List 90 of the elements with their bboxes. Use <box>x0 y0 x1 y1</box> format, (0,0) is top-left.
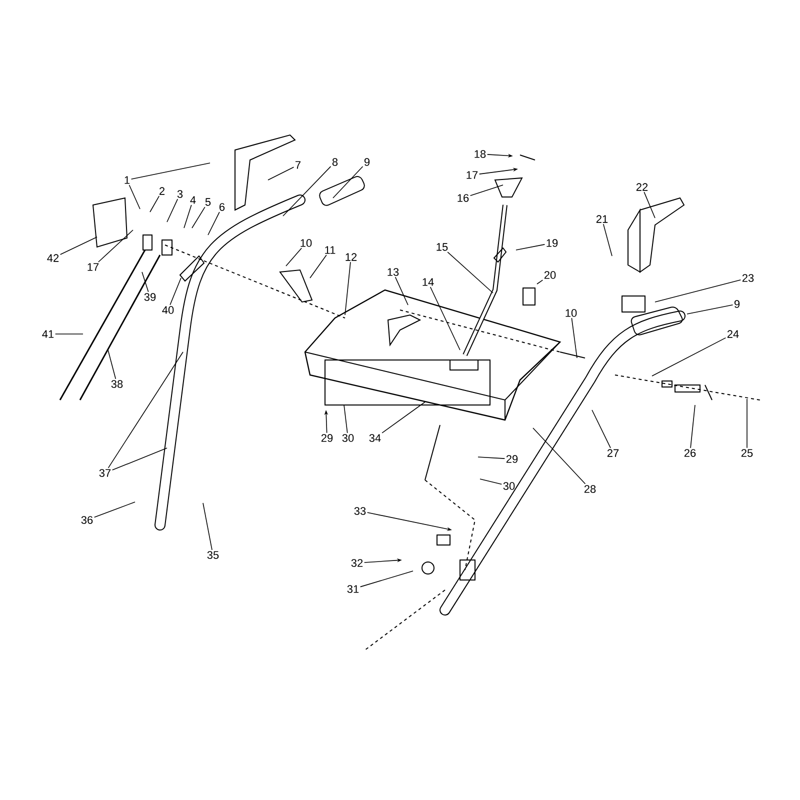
leader-line <box>644 192 656 218</box>
leader-line <box>108 352 184 468</box>
callout-number: 11 <box>325 246 336 254</box>
leader-line <box>150 196 160 212</box>
leader-line <box>394 276 408 306</box>
callout-number: 32 <box>351 559 363 567</box>
callout-number: 29 <box>321 434 333 442</box>
callout-number: 4 <box>190 196 196 204</box>
leader-line <box>286 248 302 266</box>
leader-line <box>652 337 726 376</box>
callout-number: 25 <box>741 449 753 457</box>
leader-line <box>470 184 504 196</box>
callout-number: 37 <box>99 469 111 477</box>
leader-line <box>571 318 578 358</box>
callout-number: 6 <box>220 203 225 211</box>
leader-line <box>94 502 136 518</box>
leader-line <box>690 404 696 448</box>
leader-line <box>478 456 506 459</box>
leader-line <box>268 166 294 180</box>
leader-line <box>532 428 586 484</box>
callout-number: 41 <box>42 330 54 338</box>
callout-number: 35 <box>207 551 219 559</box>
callout-number: 17 <box>88 263 99 271</box>
leader-line <box>382 402 426 434</box>
callout-number: 27 <box>607 449 619 457</box>
callout-number: 10 <box>300 239 312 247</box>
leader-line <box>166 198 178 222</box>
leader-line <box>344 404 348 434</box>
callout-number: 7 <box>296 161 301 169</box>
leader-line <box>430 286 460 350</box>
callout-number: 33 <box>354 507 366 515</box>
callout-number: 2 <box>160 187 164 195</box>
callout-number: 28 <box>584 485 596 493</box>
callout-number: 42 <box>47 254 59 262</box>
leader-line <box>332 166 364 198</box>
leader-line <box>344 262 351 316</box>
leader-line <box>208 212 220 236</box>
leader-line <box>536 280 544 284</box>
callout-number: 1 <box>124 176 130 184</box>
callout-number: 19 <box>546 239 558 247</box>
leader-line <box>592 410 611 448</box>
callout-number: 34 <box>369 434 381 442</box>
callout-number: 26 <box>684 449 696 457</box>
callout-number: 16 <box>458 194 469 202</box>
leader-line <box>516 244 546 250</box>
callout-number: 31 <box>347 585 359 593</box>
callout-number: 12 <box>346 253 357 261</box>
callout-number: 15 <box>436 243 448 251</box>
leader-line <box>360 570 414 588</box>
leader-line <box>130 162 210 180</box>
callout-number: 3 <box>177 190 183 198</box>
callout-number: 9 <box>734 300 740 308</box>
leader-line <box>282 166 332 216</box>
leader-line <box>480 478 502 485</box>
leader-line <box>602 224 612 256</box>
callout-number: 5 <box>205 198 211 206</box>
leader-line <box>654 280 742 302</box>
callout-number: 38 <box>111 380 123 388</box>
leader-line <box>310 254 327 278</box>
callout-number: 30 <box>342 434 354 442</box>
callout-number: 8 <box>332 158 338 166</box>
callout-number: 29 <box>506 455 518 463</box>
leader-line <box>686 304 734 314</box>
leader-line <box>192 206 206 228</box>
leader-line <box>98 230 134 262</box>
leader-line <box>202 502 212 550</box>
callout-number: 9 <box>364 158 370 166</box>
callout-number: 22 <box>636 183 648 191</box>
callout-number: 14 <box>422 278 434 286</box>
callout-number: 40 <box>162 306 174 314</box>
callout-number: 30 <box>503 482 515 490</box>
callout-number: 17 <box>466 171 478 179</box>
callout-number: 20 <box>544 271 556 279</box>
leader-line <box>142 272 149 292</box>
callout-number: 39 <box>144 293 156 301</box>
leader-line <box>112 448 168 470</box>
leader-line <box>447 252 494 294</box>
callout-number: 13 <box>388 268 399 276</box>
callout-number: 21 <box>596 215 608 223</box>
callout-number: 10 <box>566 309 577 317</box>
leader-line <box>170 278 182 306</box>
callout-number: 36 <box>81 516 93 524</box>
leader-line <box>60 236 98 255</box>
leader-line <box>184 204 192 228</box>
callout-number: 24 <box>727 330 739 338</box>
leader-line <box>746 398 748 448</box>
leader-line <box>108 350 116 380</box>
leader-line <box>128 184 140 210</box>
callout-number: 23 <box>742 274 754 282</box>
callout-number: 18 <box>474 150 486 158</box>
